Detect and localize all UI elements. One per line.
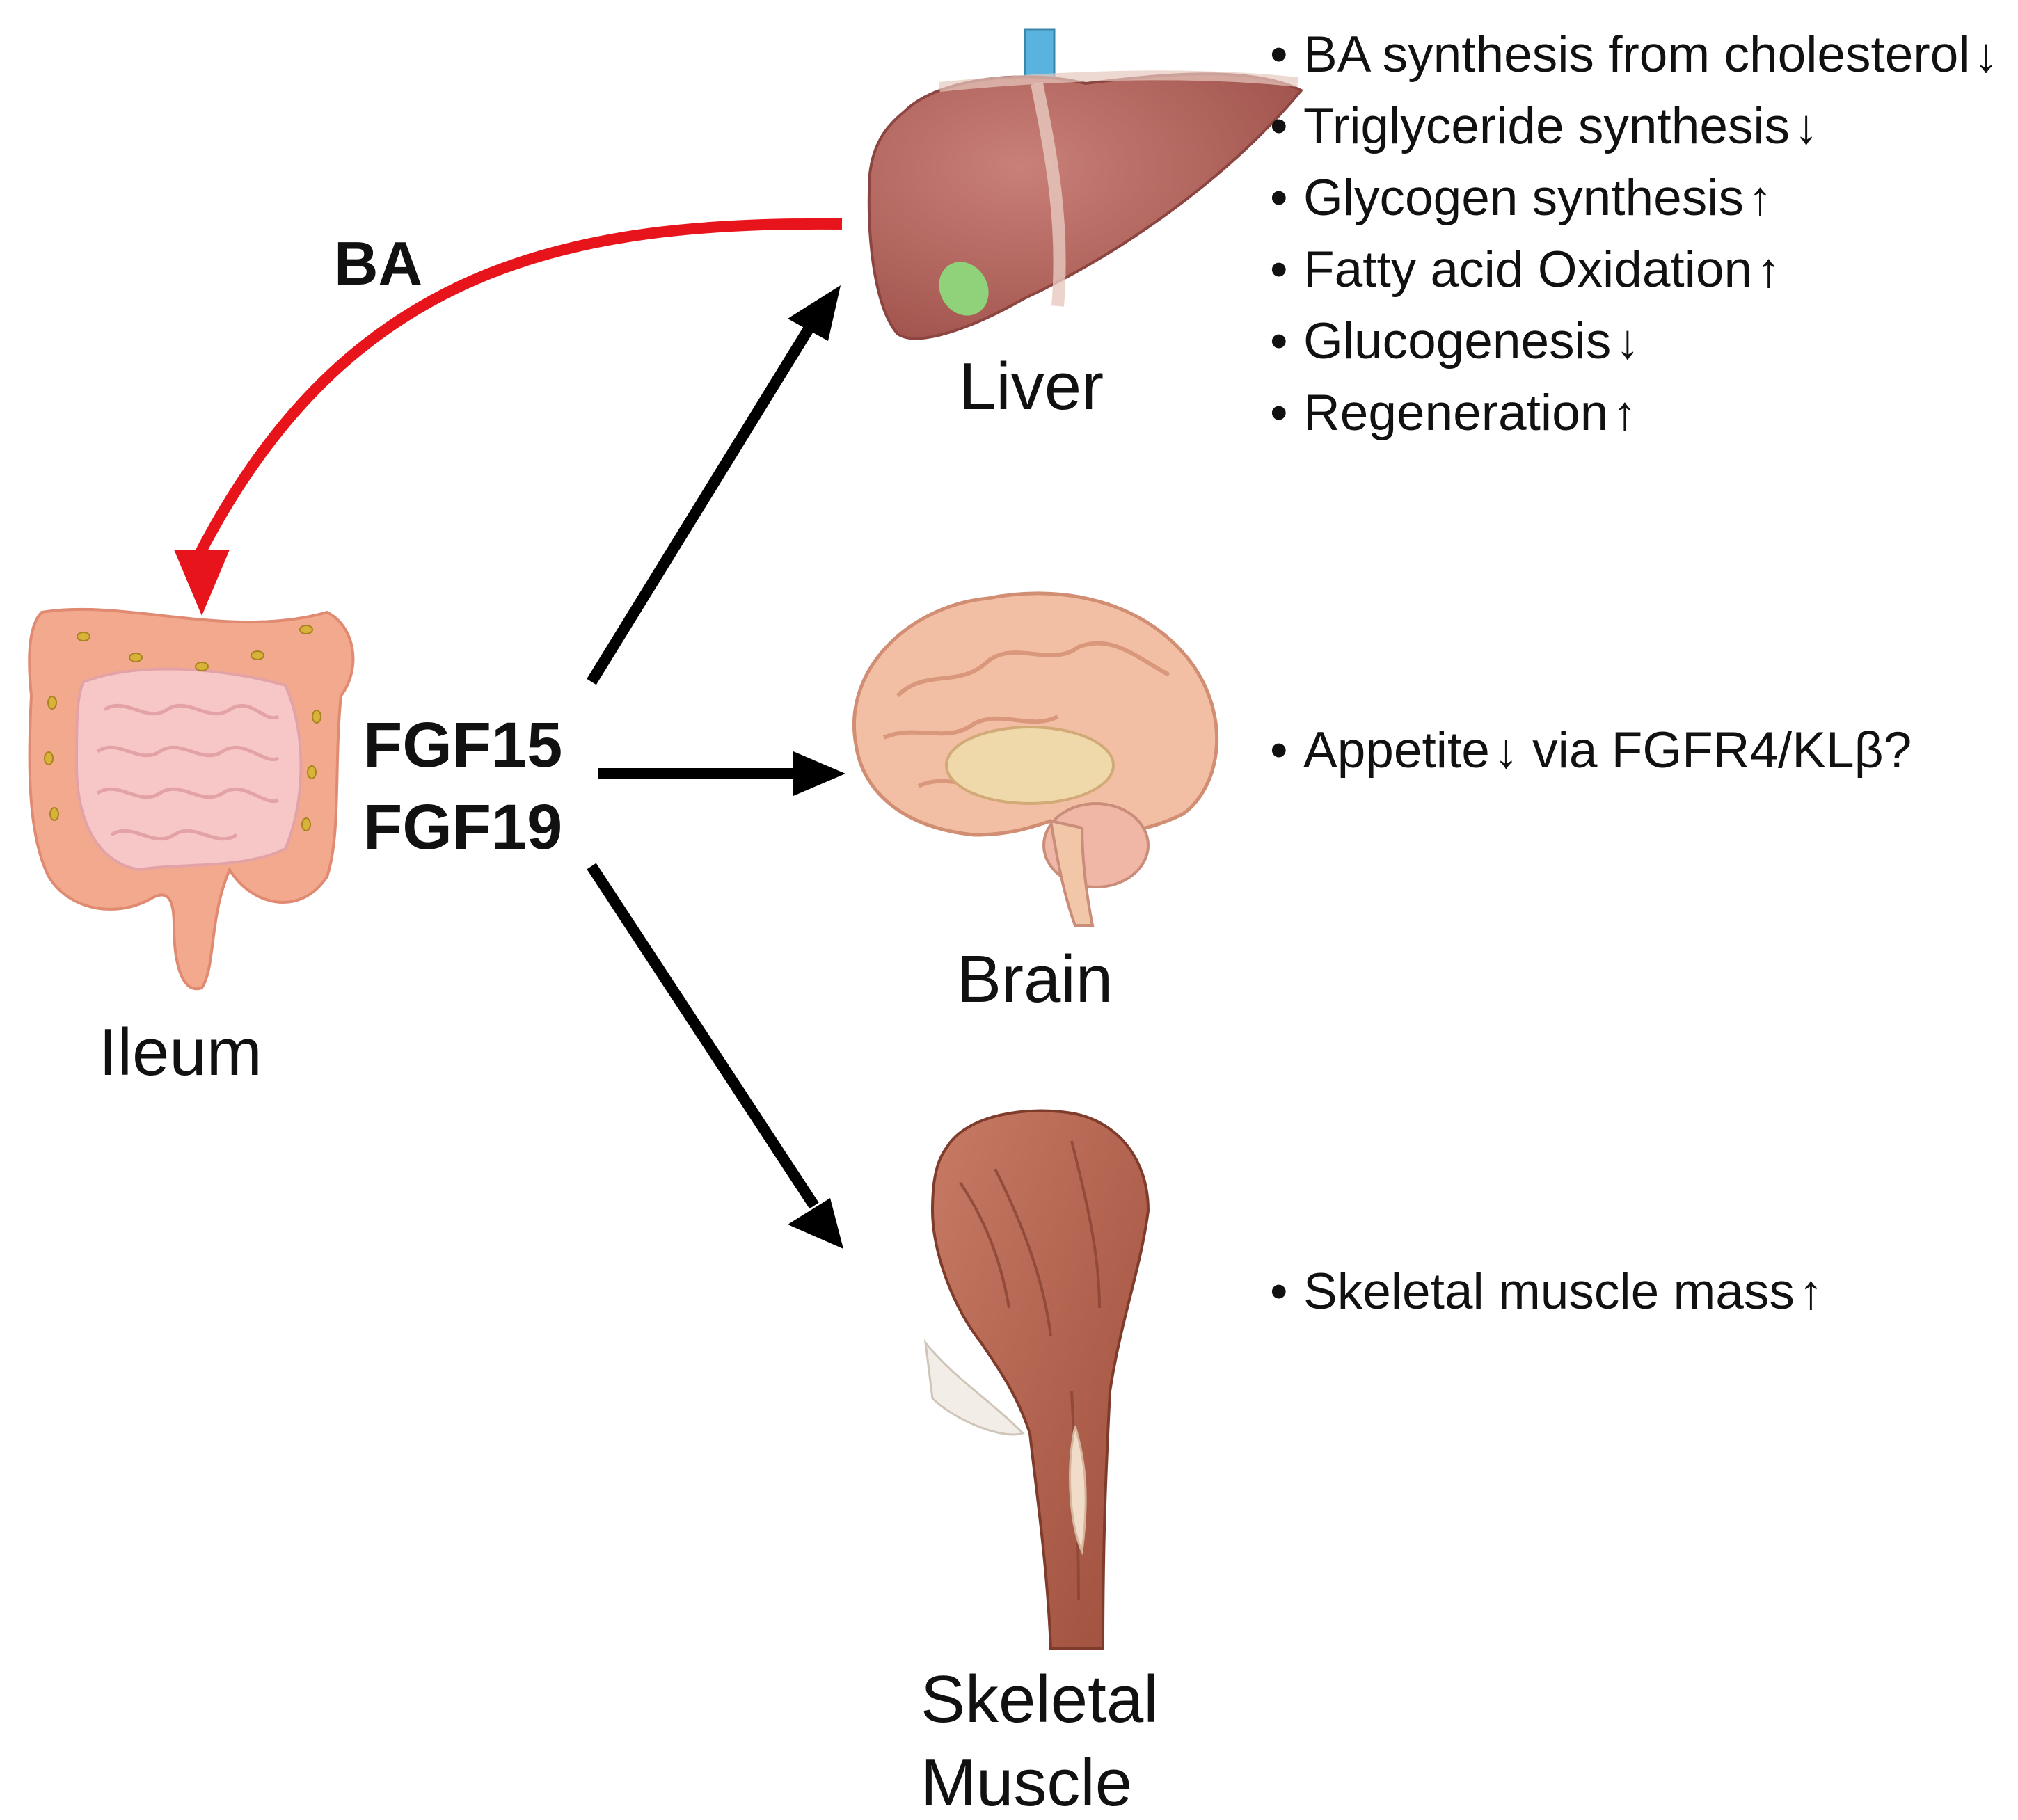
effect-text: Skeletal muscle mass xyxy=(1303,1263,1795,1320)
muscle-label-line1: Skeletal xyxy=(921,1662,1159,1737)
bullet: • xyxy=(1270,1263,1288,1320)
bullet: • xyxy=(1270,241,1288,298)
liver-organ xyxy=(867,72,1304,340)
small-intestine xyxy=(74,667,303,872)
effect-text: Glucogenesis xyxy=(1303,313,1612,369)
down-arrow-icon: ↓ xyxy=(1493,724,1518,778)
muscle-illustration xyxy=(923,1109,1150,1650)
gallbladder xyxy=(939,262,989,316)
liver-label: Liver xyxy=(959,349,1104,424)
bullet: • xyxy=(1270,26,1288,83)
effect-text: Glycogen synthesis xyxy=(1303,170,1744,226)
effect-text: BA synthesis from cholesterol xyxy=(1303,26,1970,83)
effect-text: Fatty acid Oxidation xyxy=(1303,241,1753,298)
effect-text: Appetite xyxy=(1303,722,1490,779)
down-arrow-icon: ↓ xyxy=(1973,28,1999,82)
effect-text-suffix: via FGFR4/KLβ? xyxy=(1518,722,1912,779)
bullet: • xyxy=(1270,313,1288,369)
liver-effect-item: • Regeneration↑ xyxy=(1270,388,1637,438)
up-arrow-icon: ↑ xyxy=(1798,1265,1823,1319)
effect-text: Triglyceride synthesis xyxy=(1303,98,1790,154)
up-arrow-icon: ↑ xyxy=(1756,243,1781,297)
ba-label: BA xyxy=(334,229,423,298)
small-intestine-folds xyxy=(96,703,280,841)
bullet: • xyxy=(1270,385,1288,441)
fgf-arrow-muscle-head xyxy=(788,1198,843,1249)
intestine-dots xyxy=(44,625,321,831)
ileum-label: Ileum xyxy=(99,1015,262,1089)
down-arrow-icon: ↓ xyxy=(1615,314,1640,369)
corpus-callosum xyxy=(945,726,1115,805)
up-arrow-icon: ↑ xyxy=(1747,171,1772,225)
muscle-effect-item: • Skeletal muscle mass↑ xyxy=(1270,1266,1823,1317)
fgf-arrow-liver-head xyxy=(788,285,841,341)
intestine-illustration xyxy=(28,607,355,991)
fgf-arrow-liver-line xyxy=(587,322,816,685)
ba-arrow-line xyxy=(193,218,843,559)
fgf-arrow-muscle-line xyxy=(587,863,819,1209)
fgf-arrow-brain-head xyxy=(793,751,845,796)
bullet: • xyxy=(1270,170,1288,226)
effect-text: Regeneration xyxy=(1303,385,1609,441)
cerebrum xyxy=(852,591,1219,837)
tendon xyxy=(1069,1426,1087,1556)
brain-effect-item: • Appetite↓ via FGFR4/KLβ? xyxy=(1270,725,1912,776)
liver-effect-item: • BA synthesis from cholesterol↓ xyxy=(1270,29,1999,80)
up-arrow-icon: ↑ xyxy=(1612,386,1637,440)
liver-effect-item: • Fatty acid Oxidation↑ xyxy=(1270,244,1781,295)
ba-arrow-head xyxy=(174,550,230,616)
liver-ligament xyxy=(1031,82,1066,307)
liver-effect-item: • Triglyceride synthesis↓ xyxy=(1270,101,1818,152)
brainstem xyxy=(1049,819,1095,927)
brain-label: Brain xyxy=(957,942,1113,1016)
liver-ligament-top xyxy=(939,70,1298,92)
liver-effect-item: • Glucogenesis↓ xyxy=(1270,316,1639,367)
bullet: • xyxy=(1270,98,1288,154)
brain-illustration xyxy=(852,591,1219,927)
fgf15-label: FGF15 xyxy=(363,710,563,781)
muscle-label-line2: Muscle xyxy=(921,1746,1133,1820)
down-arrow-icon: ↓ xyxy=(1794,99,1819,154)
bullet: • xyxy=(1270,722,1288,779)
fgf19-label: FGF19 xyxy=(363,792,563,863)
liver-effect-item: • Glycogen synthesis↑ xyxy=(1270,173,1772,223)
muscle-fibers xyxy=(959,1140,1101,1601)
muscle-background xyxy=(923,1339,1025,1436)
liver-illustration xyxy=(867,28,1304,340)
